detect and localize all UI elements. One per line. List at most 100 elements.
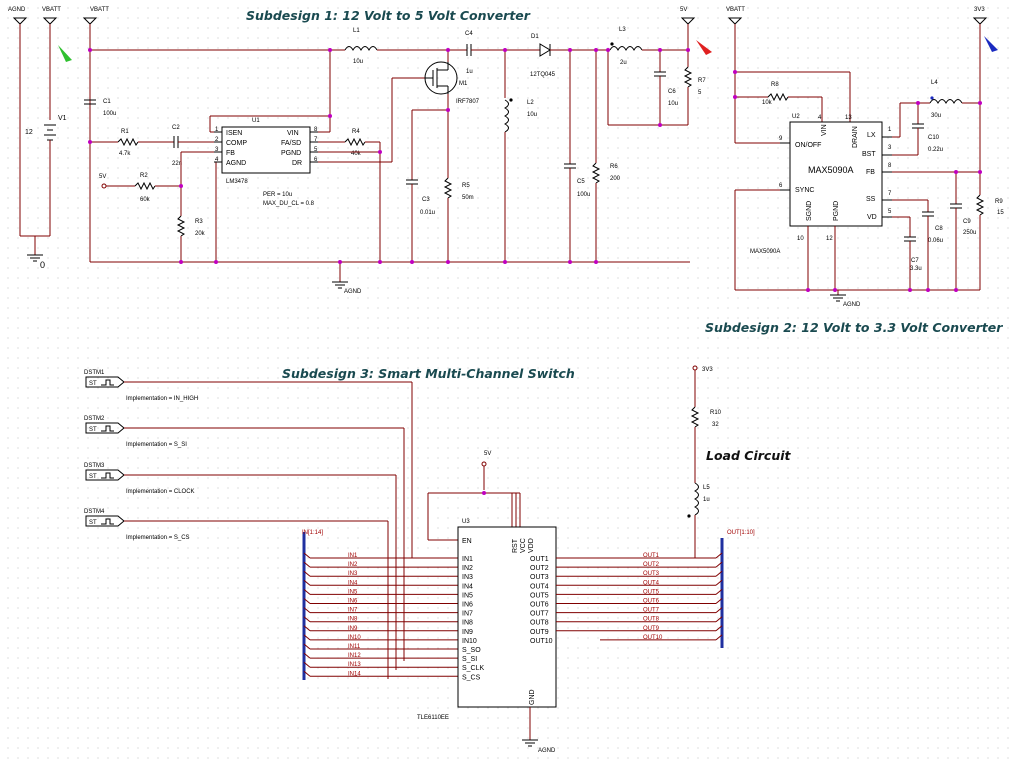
u3-pin-s_si: S_SI <box>462 656 477 663</box>
svg-text:ST: ST <box>89 427 97 433</box>
r1-resistor[interactable]: R1 4.7k <box>117 129 139 157</box>
svg-text:8: 8 <box>888 163 892 169</box>
dstm4-source[interactable]: DSTM4 ST Implementation = S_CS <box>84 509 190 541</box>
l2-inductor[interactable]: L2 10u <box>503 98 537 133</box>
svg-text:3V3: 3V3 <box>702 367 713 373</box>
svg-text:3: 3 <box>215 147 219 153</box>
c1-capacitor[interactable]: C1 100u <box>84 99 116 117</box>
svg-text:3.3u: 3.3u <box>910 266 922 272</box>
title-load-circuit: Load Circuit <box>706 448 792 463</box>
u3-tle6110ee[interactable]: U3 TLE6110EE GND RST VCC VDD ENIN1IN2IN3… <box>417 519 557 721</box>
out-bus-label: OUT[1:10] <box>727 530 755 536</box>
r9-resistor[interactable]: R9 15 <box>975 194 1004 216</box>
svg-text:FB: FB <box>226 150 235 157</box>
r6-resistor[interactable]: R6 200 <box>591 162 621 184</box>
title-subdesign-3: Subdesign 3: Smart Multi-Channel Switch <box>282 366 575 381</box>
svg-text:0: 0 <box>40 260 45 270</box>
r5-resistor[interactable]: R5 50m <box>443 177 474 201</box>
agnd-port-left[interactable]: AGND <box>8 7 28 236</box>
svg-text:30u: 30u <box>931 113 941 119</box>
svg-text:100u: 100u <box>577 192 590 198</box>
svg-text:L1: L1 <box>353 28 360 34</box>
pin-arrows-u2 <box>780 136 892 218</box>
vbatt-port-left[interactable]: VBATT <box>42 7 72 120</box>
l5-inductor[interactable]: L5 1u <box>687 482 710 518</box>
d1-diode[interactable]: D1 12TQ045 <box>530 34 556 78</box>
svg-text:TLE6110EE: TLE6110EE <box>417 715 449 721</box>
m1-mosfet[interactable]: M1 IRF7807 <box>424 61 480 105</box>
c9-capacitor[interactable]: C9 250u <box>950 203 976 236</box>
c8-capacitor[interactable]: C8 0.06u <box>922 211 943 244</box>
u3-pin-in6: IN6 <box>462 602 473 609</box>
svg-text:7: 7 <box>888 191 892 197</box>
out-net-label: OUT4 <box>643 580 660 586</box>
probe-marker-green <box>58 45 72 62</box>
r2-resistor[interactable]: R2 60k <box>134 173 156 203</box>
svg-text:L5: L5 <box>703 485 710 491</box>
svg-text:2: 2 <box>215 137 219 143</box>
svg-text:15: 15 <box>997 210 1004 216</box>
c6-capacitor[interactable]: C6 10u <box>654 71 678 107</box>
u2-max5090a[interactable]: ON/OFF SYNC VIN DRAIN LX BST FB SS VD SG… <box>750 114 892 255</box>
r4-resistor[interactable]: R4 40k <box>344 129 366 157</box>
l1-inductor[interactable]: L1 10u <box>344 28 378 65</box>
out-net-label: OUT5 <box>643 589 660 595</box>
c3-capacitor[interactable]: C3 0.01u <box>406 179 435 216</box>
svg-text:C6: C6 <box>668 89 676 95</box>
agnd-sub1: AGND <box>332 281 362 295</box>
u3-pin-s_so: S_SO <box>462 647 481 654</box>
c4-capacitor[interactable]: C4 1u <box>465 31 473 75</box>
v33-port-sub2[interactable]: 3V3 <box>972 7 998 52</box>
out-net-10: OUT10 <box>600 634 723 641</box>
svg-text:200: 200 <box>610 176 621 182</box>
svg-text:Implementation = IN_HIGH: Implementation = IN_HIGH <box>126 396 198 402</box>
v1-source[interactable]: V1 12 <box>25 115 67 236</box>
title-subdesign-2: Subdesign 2: 12 Volt to 3.3 Volt Convert… <box>705 320 1003 335</box>
v5-port-r2[interactable]: 5V <box>99 174 107 189</box>
u3-pin-in9: IN9 <box>462 629 473 636</box>
dstm3-source[interactable]: DSTM3 ST Implementation = CLOCK <box>84 463 195 495</box>
svg-text:AGND: AGND <box>344 289 362 295</box>
c10-capacitor[interactable]: C10 0.22u <box>912 123 943 153</box>
dstm2-source[interactable]: DSTM2 ST Implementation = S_SI <box>84 416 187 448</box>
dstm1-source[interactable]: DSTM1 ST Implementation = IN_HIGH <box>84 370 198 402</box>
svg-text:5: 5 <box>314 147 318 153</box>
svg-text:7: 7 <box>314 137 318 143</box>
vbatt-port-sub2[interactable]: VBATT <box>726 7 745 25</box>
in-net-13: IN13 <box>303 661 458 668</box>
out-net-1: OUT1 <box>556 552 723 559</box>
u3-pin-in1: IN1 <box>462 556 473 563</box>
svg-text:V1: V1 <box>58 115 67 122</box>
r8-resistor[interactable]: R8 10k <box>762 82 789 106</box>
l4-inductor[interactable]: L4 30u <box>929 80 963 119</box>
c7-capacitor[interactable]: C7 3.3u <box>904 236 922 272</box>
svg-text:C3: C3 <box>422 197 430 203</box>
svg-text:DRAIN: DRAIN <box>852 126 859 148</box>
u3-pin-in5: IN5 <box>462 592 473 599</box>
svg-text:1: 1 <box>215 127 219 133</box>
svg-text:0.22u: 0.22u <box>928 147 943 153</box>
svg-text:60k: 60k <box>140 197 151 203</box>
r3-resistor[interactable]: R3 20k <box>176 215 206 237</box>
svg-text:VD: VD <box>867 214 877 221</box>
svg-text:ST: ST <box>89 474 97 480</box>
svg-text:R5: R5 <box>462 183 470 189</box>
in-net-5: IN5 <box>303 589 458 595</box>
svg-text:10u: 10u <box>668 101 678 107</box>
u3-pin-out1: OUT1 <box>530 556 549 563</box>
c5-capacitor[interactable]: C5 100u <box>564 163 590 198</box>
r10-resistor[interactable]: R10 32 <box>690 406 722 428</box>
in-net-11: IN11 <box>303 643 458 650</box>
u1-lm3478[interactable]: ISEN COMP FB AGND VIN FA/SD PGND DR 1 2 … <box>214 118 318 207</box>
v33-port-load[interactable]: 3V3 <box>692 365 713 373</box>
vbatt-port-sub1[interactable]: VBATT <box>82 7 109 25</box>
v5-port-u3[interactable]: 5V <box>481 451 491 467</box>
in-net-4: IN4 <box>303 579 458 586</box>
l3-inductor[interactable]: L3 2u <box>609 27 643 66</box>
in-net-label: IN6 <box>348 599 358 605</box>
svg-text:0.06u: 0.06u <box>928 238 943 244</box>
r7-resistor[interactable]: R7 5 <box>683 66 706 96</box>
v5-port-out[interactable]: 5V <box>680 7 712 55</box>
svg-text:VDD: VDD <box>528 538 535 553</box>
